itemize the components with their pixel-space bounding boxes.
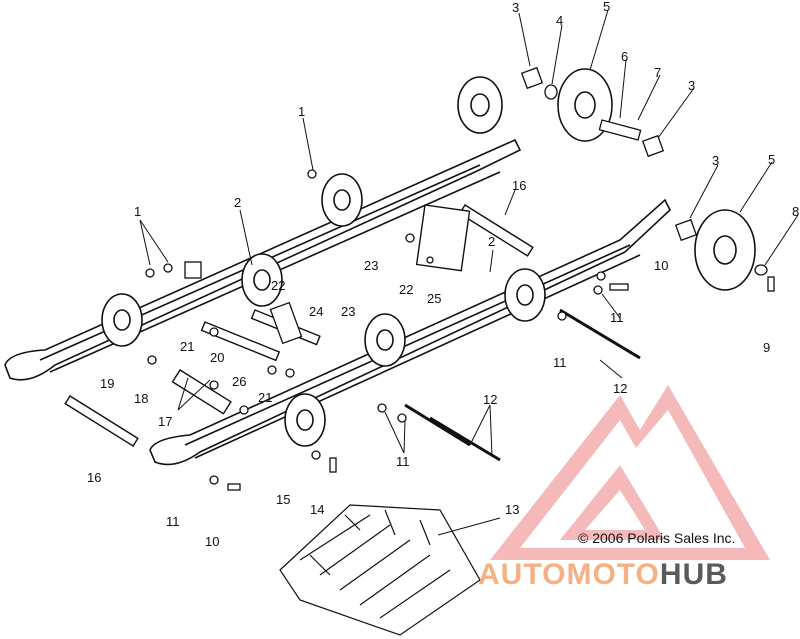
- callout-11: 11: [166, 514, 180, 529]
- hardware: [145, 66, 775, 491]
- callout-22: 22: [271, 278, 285, 293]
- callout-10: 10: [654, 258, 668, 273]
- callout-16: 16: [512, 178, 526, 193]
- callout-3: 3: [688, 78, 695, 93]
- callout-1: 1: [134, 204, 141, 219]
- callout-labels: 1 1 2 2 3 3 3 4 5 5 6 7 8 9 10 10 11 11 …: [87, 0, 799, 549]
- callout-2: 2: [488, 234, 495, 249]
- callout-24: 24: [309, 304, 323, 319]
- callout-7: 7: [654, 65, 661, 80]
- callout-5: 5: [768, 152, 775, 167]
- callout-13: 13: [505, 502, 519, 517]
- track-segment: [279, 504, 481, 636]
- callout-26: 26: [232, 374, 246, 389]
- callout-6: 6: [621, 49, 628, 64]
- watermark-logo: [490, 385, 770, 560]
- callout-12: 12: [613, 381, 627, 396]
- copyright-notice: © 2006 Polaris Sales Inc.: [578, 530, 736, 546]
- callout-12: 12: [483, 392, 497, 407]
- right-rail: [149, 198, 671, 466]
- callout-14: 14: [310, 502, 324, 517]
- callout-21: 21: [258, 390, 272, 405]
- callout-16: 16: [87, 470, 101, 485]
- callout-2: 2: [234, 195, 241, 210]
- callout-5: 5: [603, 0, 610, 14]
- watermark-text: AUTOMOTOHUB: [478, 558, 728, 592]
- callout-10: 10: [205, 534, 219, 549]
- shafts: [64, 204, 641, 462]
- callout-11: 11: [396, 454, 410, 469]
- callout-23: 23: [364, 258, 378, 273]
- callout-20: 20: [210, 350, 224, 365]
- callout-21: 21: [180, 339, 194, 354]
- callout-3: 3: [712, 153, 719, 168]
- leader-lines: [139, 9, 799, 536]
- callout-19: 19: [100, 376, 114, 391]
- callout-15: 15: [276, 492, 290, 507]
- callout-11: 11: [610, 310, 624, 325]
- callout-4: 4: [556, 13, 563, 28]
- callout-17: 17: [158, 414, 172, 429]
- callout-25: 25: [427, 291, 441, 306]
- watermark-text-part2: HUB: [659, 558, 728, 591]
- wheels: [101, 68, 756, 447]
- callout-22: 22: [399, 282, 413, 297]
- callout-9: 9: [763, 340, 770, 355]
- watermark-text-part1: AUTOMOTO: [478, 558, 660, 591]
- callout-8: 8: [792, 204, 799, 219]
- callout-3: 3: [512, 0, 519, 15]
- callout-18: 18: [134, 391, 148, 406]
- callout-11: 11: [553, 355, 567, 370]
- callout-23: 23: [341, 304, 355, 319]
- callout-1: 1: [298, 104, 305, 119]
